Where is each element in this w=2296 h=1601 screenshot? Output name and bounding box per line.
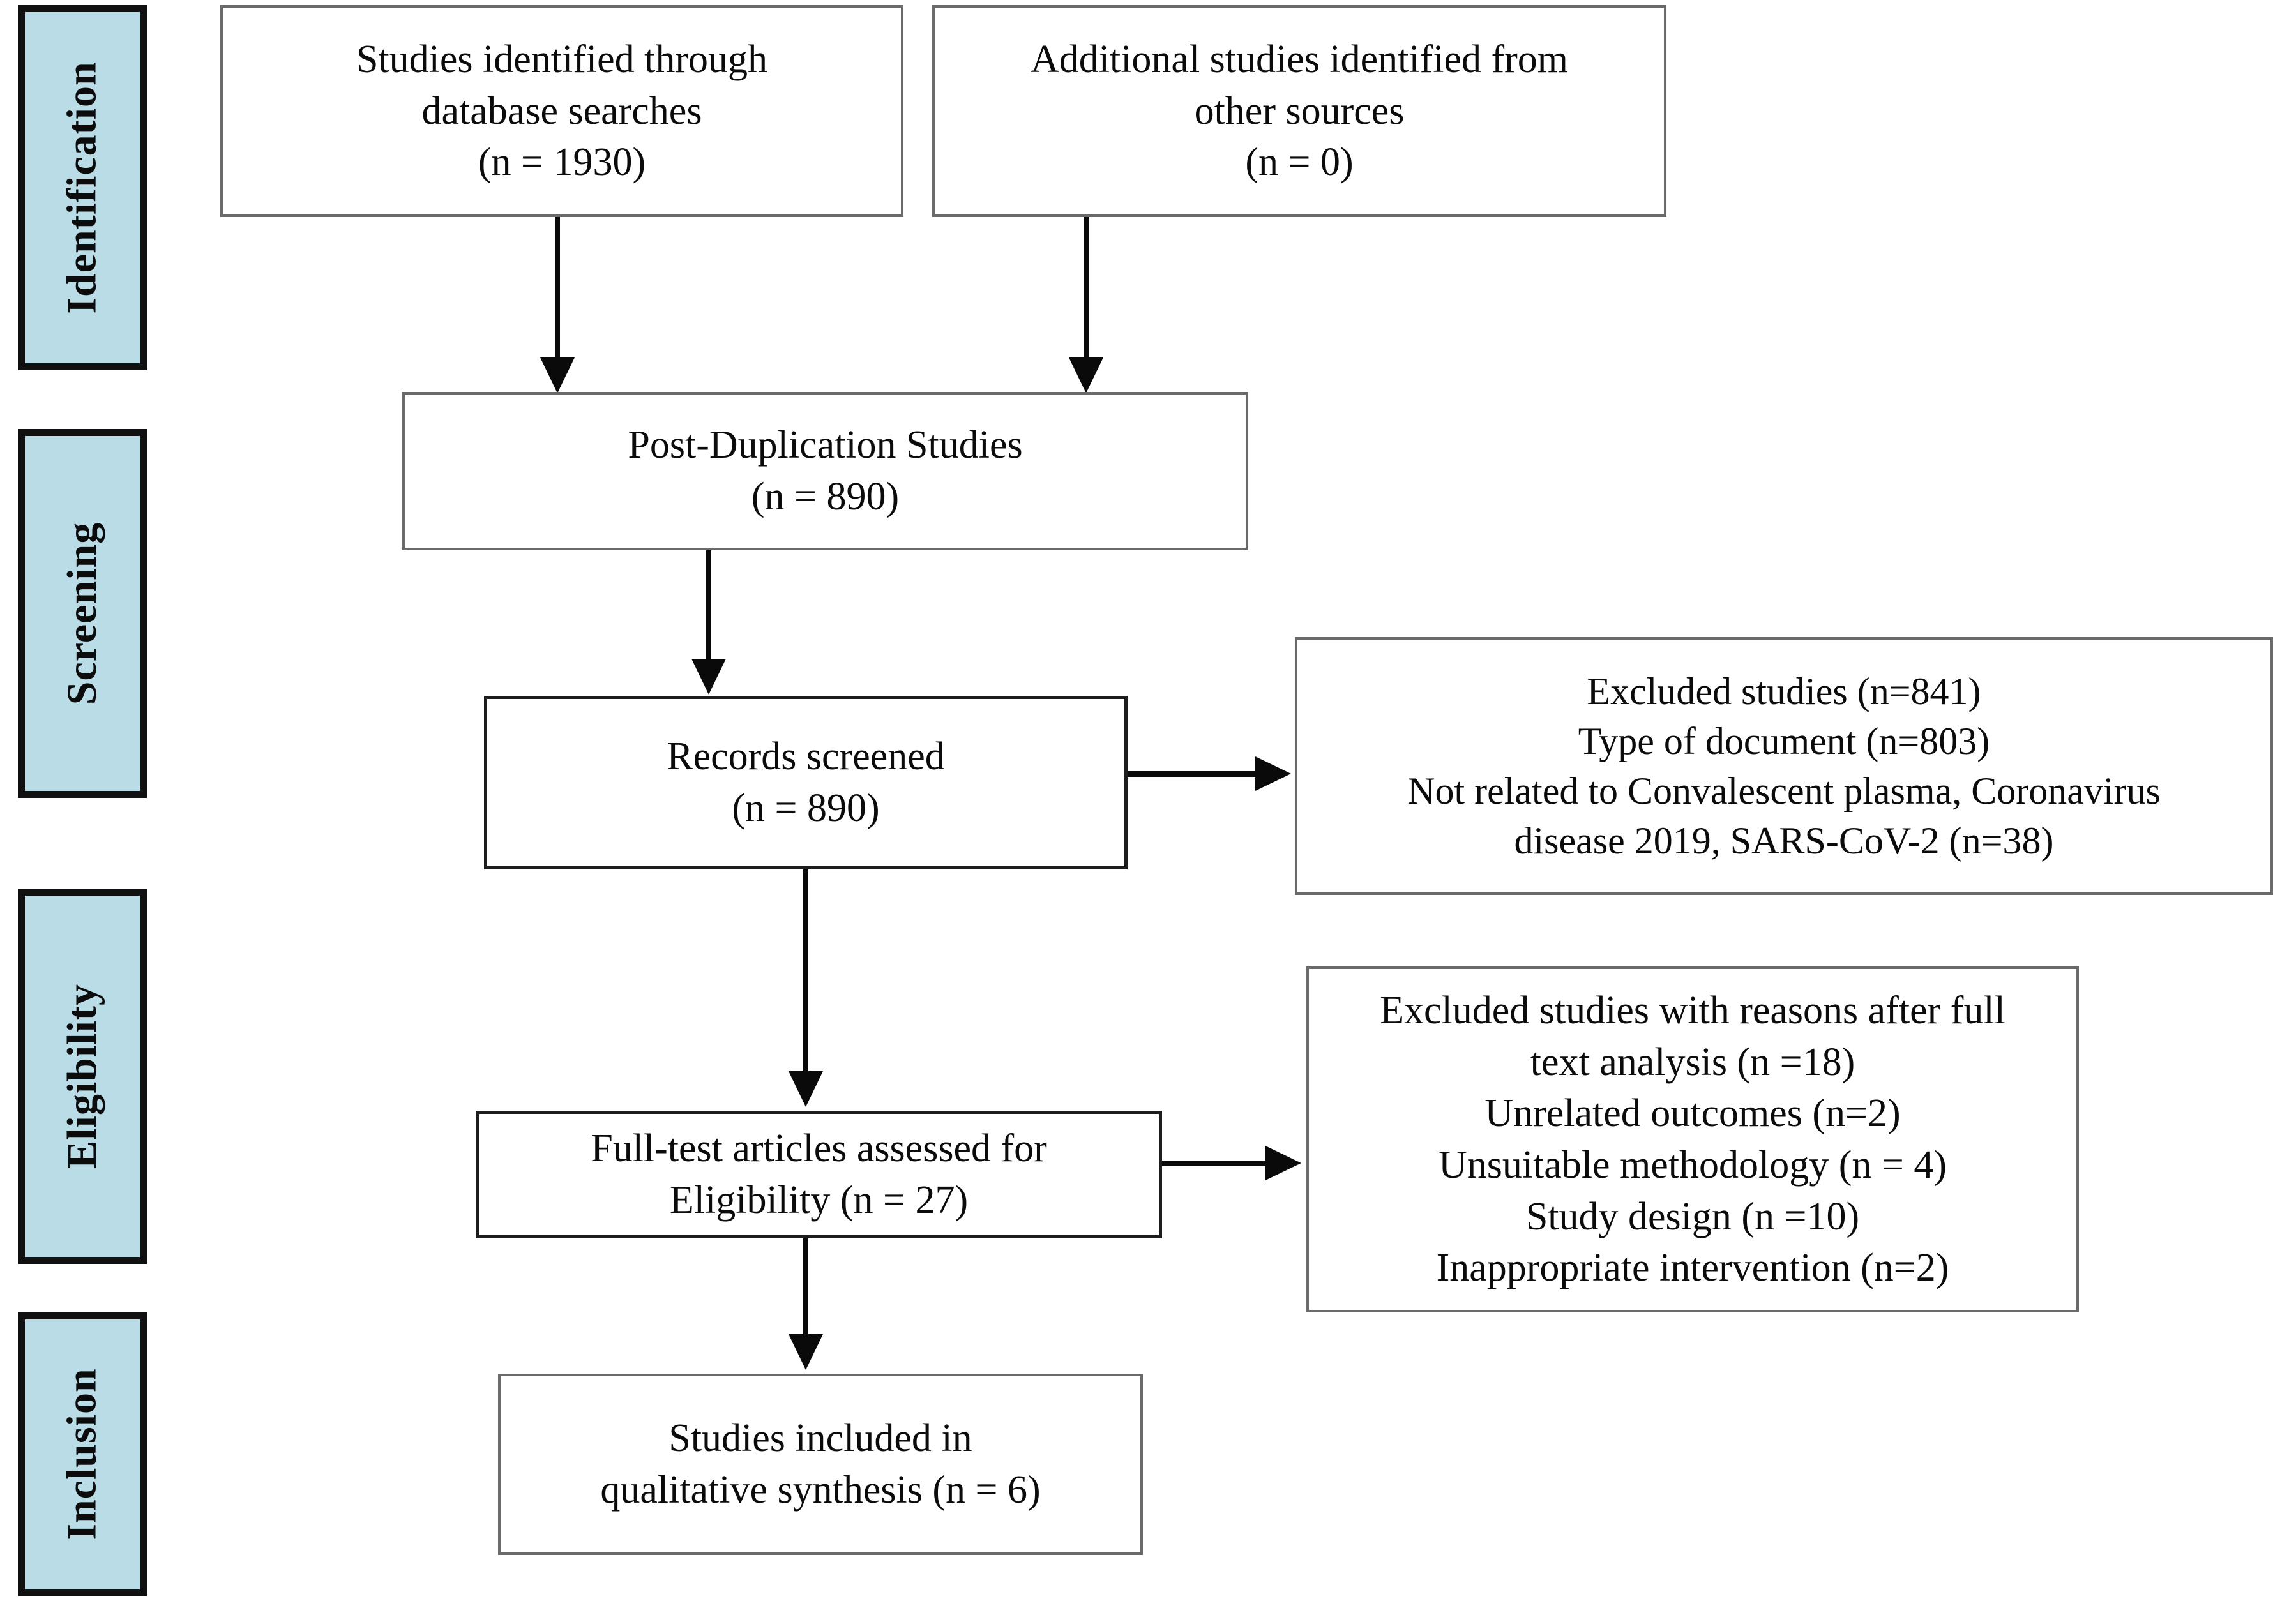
box-excluded-screening-line-4: disease 2019, SARS-CoV-2 (n=38) (1514, 820, 2054, 862)
box-excluded-screening-line-3: Not related to Convalescent plasma, Coro… (1407, 770, 2161, 812)
box-database-searches: Studies identified through database sear… (220, 5, 903, 217)
arrowhead-postdup-to-records (691, 659, 726, 695)
phase-box-screening: Screening (18, 429, 147, 798)
box-excluded-eligibility-line-4: Unsuitable methodology (n = 4) (1438, 1143, 1947, 1187)
phase-box-identification: Identification (18, 5, 147, 370)
box-database-searches-line-3: (n = 1930) (478, 140, 646, 184)
phase-box-eligibility: Eligibility (18, 889, 147, 1264)
box-excluded-eligibility-line-6: Inappropriate intervention (n=2) (1436, 1246, 1949, 1290)
box-database-searches-line-1: Studies identified through (356, 38, 768, 82)
connector-fulltext-to-excluded (1162, 1161, 1268, 1166)
box-post-duplication-line-1: Post-Duplication Studies (628, 423, 1023, 467)
phase-label-screening: Screening (59, 522, 106, 705)
box-excluded-eligibility-line-5: Study design (n =10) (1525, 1194, 1860, 1238)
box-full-text-assessed-line-2: Eligibility (n = 27) (669, 1178, 969, 1222)
connector-database-to-postdup (555, 217, 560, 363)
box-records-screened-line-1: Records screened (667, 735, 945, 779)
box-other-sources-line-3: (n = 0) (1245, 140, 1354, 184)
box-excluded-eligibility-line-2: text analysis (n =18) (1530, 1040, 1855, 1084)
arrowhead-fulltext-to-included (789, 1334, 823, 1370)
box-other-sources: Additional studies identified from other… (932, 5, 1666, 217)
box-excluded-eligibility-line-3: Unrelated outcomes (n=2) (1484, 1092, 1901, 1136)
box-records-screened: Records screened (n = 890) (484, 696, 1128, 869)
arrowhead-records-to-excluded (1255, 756, 1291, 791)
box-other-sources-line-1: Additional studies identified from (1030, 38, 1569, 82)
box-full-text-assessed: Full-test articles assessed for Eligibil… (476, 1111, 1162, 1238)
box-excluded-screening-line-2: Type of document (n=803) (1578, 720, 1990, 762)
box-excluded-eligibility: Excluded studies with reasons after full… (1306, 966, 2079, 1312)
box-post-duplication-line-2: (n = 890) (751, 475, 900, 518)
box-other-sources-line-2: other sources (1194, 89, 1405, 133)
box-excluded-screening: Excluded studies (n=841) Type of documen… (1295, 637, 2273, 895)
box-excluded-eligibility-line-1: Excluded studies with reasons after full (1380, 989, 2005, 1033)
box-post-duplication: Post-Duplication Studies (n = 890) (402, 392, 1248, 550)
box-full-text-assessed-line-1: Full-test articles assessed for (591, 1127, 1047, 1171)
connector-othersources-to-postdup (1084, 217, 1089, 363)
connector-postdup-to-records (706, 550, 711, 663)
arrowhead-fulltext-to-excluded (1265, 1146, 1301, 1180)
box-records-screened-line-2: (n = 890) (732, 786, 880, 830)
connector-records-to-excluded (1128, 771, 1258, 777)
phase-label-eligibility: Eligibility (59, 984, 106, 1169)
box-database-searches-line-2: database searches (421, 89, 702, 133)
phase-box-inclusion: Inclusion (18, 1312, 147, 1596)
phase-label-inclusion: Inclusion (59, 1368, 105, 1540)
box-included-qualitative-line-2: qualitative synthesis (n = 6) (600, 1468, 1041, 1512)
connector-records-to-fulltext (803, 869, 808, 1075)
box-included-qualitative: Studies included in qualitative synthesi… (498, 1374, 1143, 1555)
box-excluded-screening-line-1: Excluded studies (n=841) (1587, 670, 1981, 712)
box-included-qualitative-line-1: Studies included in (668, 1417, 972, 1461)
arrowhead-records-to-fulltext (789, 1071, 823, 1107)
phase-label-identification: Identification (59, 61, 105, 314)
arrowhead-database-to-postdup (540, 357, 575, 393)
connector-fulltext-to-included (803, 1238, 808, 1337)
arrowhead-othersources-to-postdup (1069, 357, 1103, 393)
